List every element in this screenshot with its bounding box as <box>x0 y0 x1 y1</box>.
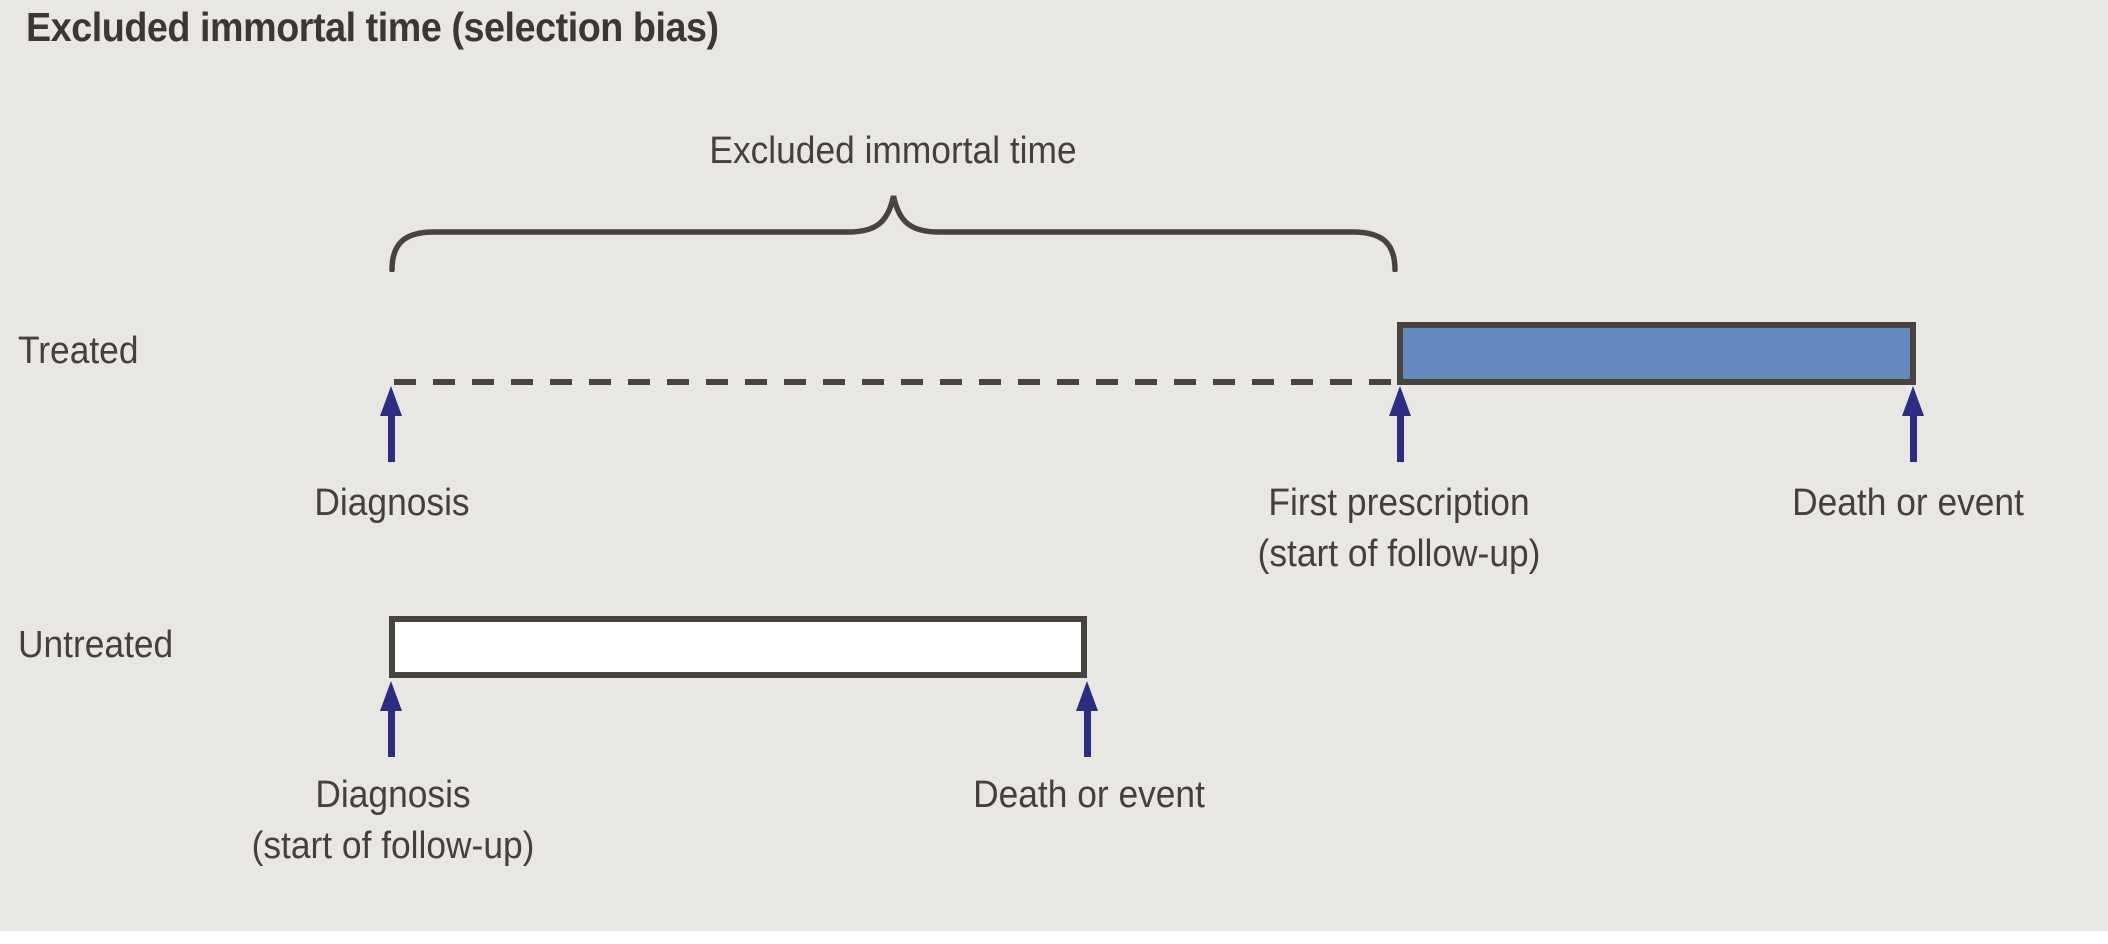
row-label-treated: Treated <box>18 330 139 372</box>
untreated-followup-bar <box>389 616 1087 678</box>
marker-label-line1: First prescription <box>1268 482 1530 524</box>
row-label-untreated: Untreated <box>18 624 174 666</box>
arrow-stem <box>387 416 395 462</box>
treated-first-prescription-arrow-icon <box>1388 386 1412 462</box>
untreated-diagnosis-arrow-icon <box>379 681 403 757</box>
arrow-head <box>380 681 402 711</box>
curly-brace <box>389 195 1398 272</box>
arrow-head <box>380 386 402 416</box>
untreated-death-label: Death or event <box>973 774 1205 816</box>
untreated-diagnosis-label: Diagnosis (start of follow-up) <box>252 770 535 872</box>
brace-label: Excluded immortal time <box>709 130 1077 172</box>
treated-diagnosis-label: Diagnosis <box>314 482 470 524</box>
treated-first-prescription-label: First prescription (start of follow-up) <box>1258 478 1541 580</box>
arrow-stem <box>1083 711 1091 757</box>
treated-followup-bar <box>1397 322 1916 385</box>
arrow-head <box>1076 681 1098 711</box>
arrow-stem <box>387 711 395 757</box>
figure-title: Excluded immortal time (selection bias) <box>26 4 719 50</box>
untreated-death-arrow-icon <box>1075 681 1099 757</box>
arrow-stem <box>1909 416 1917 462</box>
marker-label-line2: (start of follow-up) <box>1257 532 1541 575</box>
arrow-stem <box>1396 416 1404 462</box>
arrow-head <box>1902 386 1924 416</box>
treated-death-arrow-icon <box>1901 386 1925 462</box>
arrow-head <box>1389 386 1411 416</box>
bottom-margin-strip <box>0 931 2108 944</box>
treated-death-label: Death or event <box>1792 482 2024 524</box>
treated-pre-exposure-dashed-line <box>394 379 1398 385</box>
marker-label-line1: Diagnosis <box>315 774 471 816</box>
treated-diagnosis-arrow-icon <box>379 386 403 462</box>
marker-label-line2: (start of follow-up) <box>251 824 535 867</box>
